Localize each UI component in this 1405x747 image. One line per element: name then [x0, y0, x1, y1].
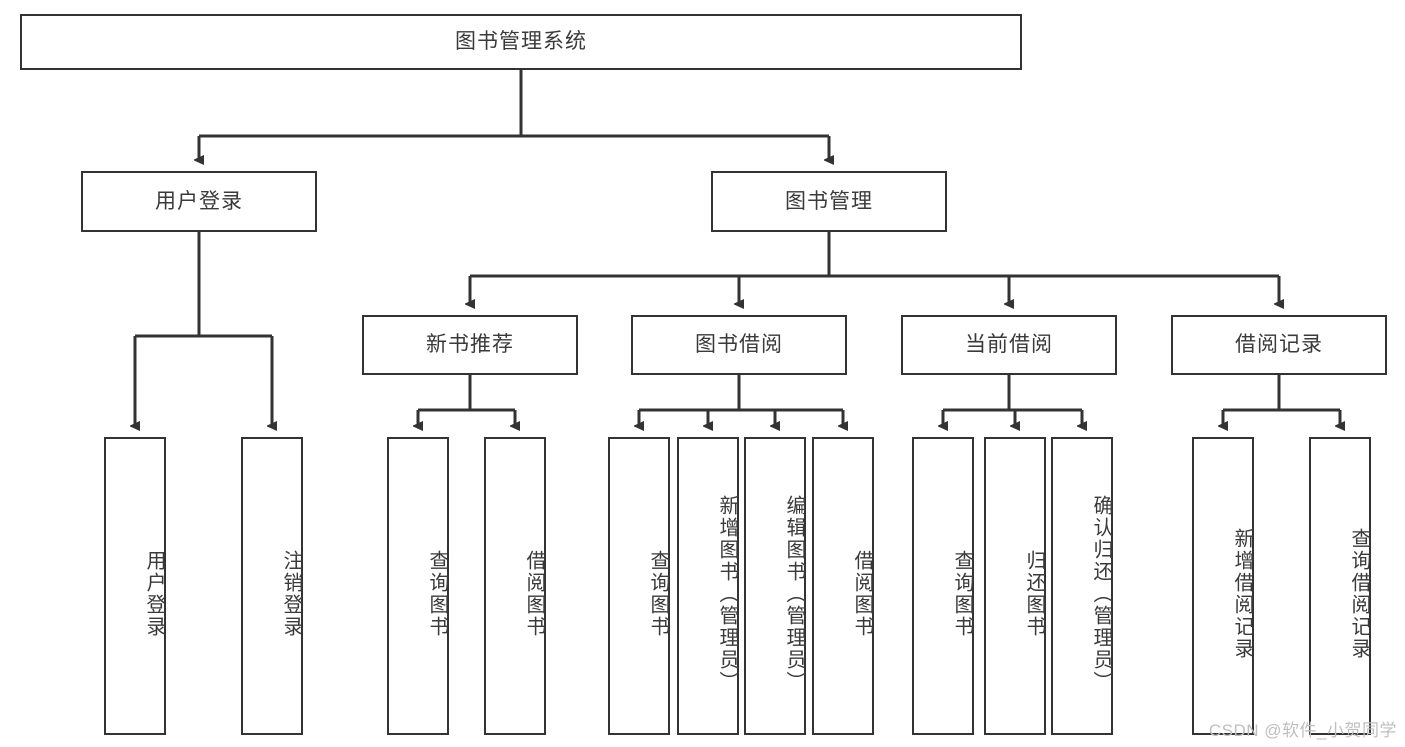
- node-label: 借阅图书: [523, 550, 545, 638]
- node-label: 查询图书: [426, 550, 448, 638]
- node-label: 当前借阅: [965, 333, 1053, 357]
- node-label: 新书推荐: [426, 333, 514, 357]
- node-book-manage[interactable]: 图书管理: [711, 171, 947, 232]
- node-leaf-borrow-book-2[interactable]: 借阅图书: [812, 437, 874, 735]
- node-label: 确认归还（管理员）: [1090, 495, 1112, 693]
- node-label: 借阅记录: [1235, 333, 1323, 357]
- node-new-book-rec[interactable]: 新书推荐: [362, 315, 578, 375]
- node-label: 新增借阅记录: [1231, 528, 1253, 660]
- node-leaf-user-logout[interactable]: 注销登录: [241, 437, 303, 735]
- node-leaf-user-login[interactable]: 用户登录: [104, 437, 166, 735]
- node-leaf-return-book[interactable]: 归还图书: [984, 437, 1046, 735]
- node-label: 查询图书: [647, 550, 669, 638]
- node-current-borrow[interactable]: 当前借阅: [901, 315, 1117, 375]
- node-leaf-edit-book[interactable]: 编辑图书（管理员）: [744, 437, 806, 735]
- node-leaf-query-record[interactable]: 查询借阅记录: [1309, 437, 1371, 735]
- node-label: 借阅图书: [851, 550, 873, 638]
- node-leaf-query-book-3[interactable]: 查询图书: [912, 437, 974, 735]
- node-label: 归还图书: [1023, 550, 1045, 638]
- node-leaf-query-book-2[interactable]: 查询图书: [608, 437, 670, 735]
- node-label: 图书管理系统: [455, 30, 587, 54]
- watermark-text: CSDN @软件_小贺同学: [1208, 721, 1397, 740]
- node-leaf-add-record[interactable]: 新增借阅记录: [1192, 437, 1254, 735]
- node-leaf-query-book-1[interactable]: 查询图书: [387, 437, 449, 735]
- node-root[interactable]: 图书管理系统: [20, 14, 1022, 70]
- node-leaf-borrow-book-1[interactable]: 借阅图书: [484, 437, 546, 735]
- node-book-borrow[interactable]: 图书借阅: [631, 315, 847, 375]
- node-label: 新增图书（管理员）: [716, 495, 738, 693]
- node-user-login[interactable]: 用户登录: [81, 171, 317, 232]
- node-leaf-add-book[interactable]: 新增图书（管理员）: [677, 437, 739, 735]
- node-label: 用户登录: [143, 550, 165, 638]
- node-label: 图书管理: [785, 189, 873, 213]
- node-label: 用户登录: [155, 189, 243, 213]
- node-label: 图书借阅: [695, 333, 783, 357]
- node-label: 查询借阅记录: [1348, 528, 1370, 660]
- node-leaf-confirm-return[interactable]: 确认归还（管理员）: [1051, 437, 1113, 735]
- node-borrow-record[interactable]: 借阅记录: [1171, 315, 1387, 375]
- node-label: 编辑图书（管理员）: [783, 495, 805, 693]
- node-label: 查询图书: [951, 550, 973, 638]
- node-label: 注销登录: [280, 550, 302, 638]
